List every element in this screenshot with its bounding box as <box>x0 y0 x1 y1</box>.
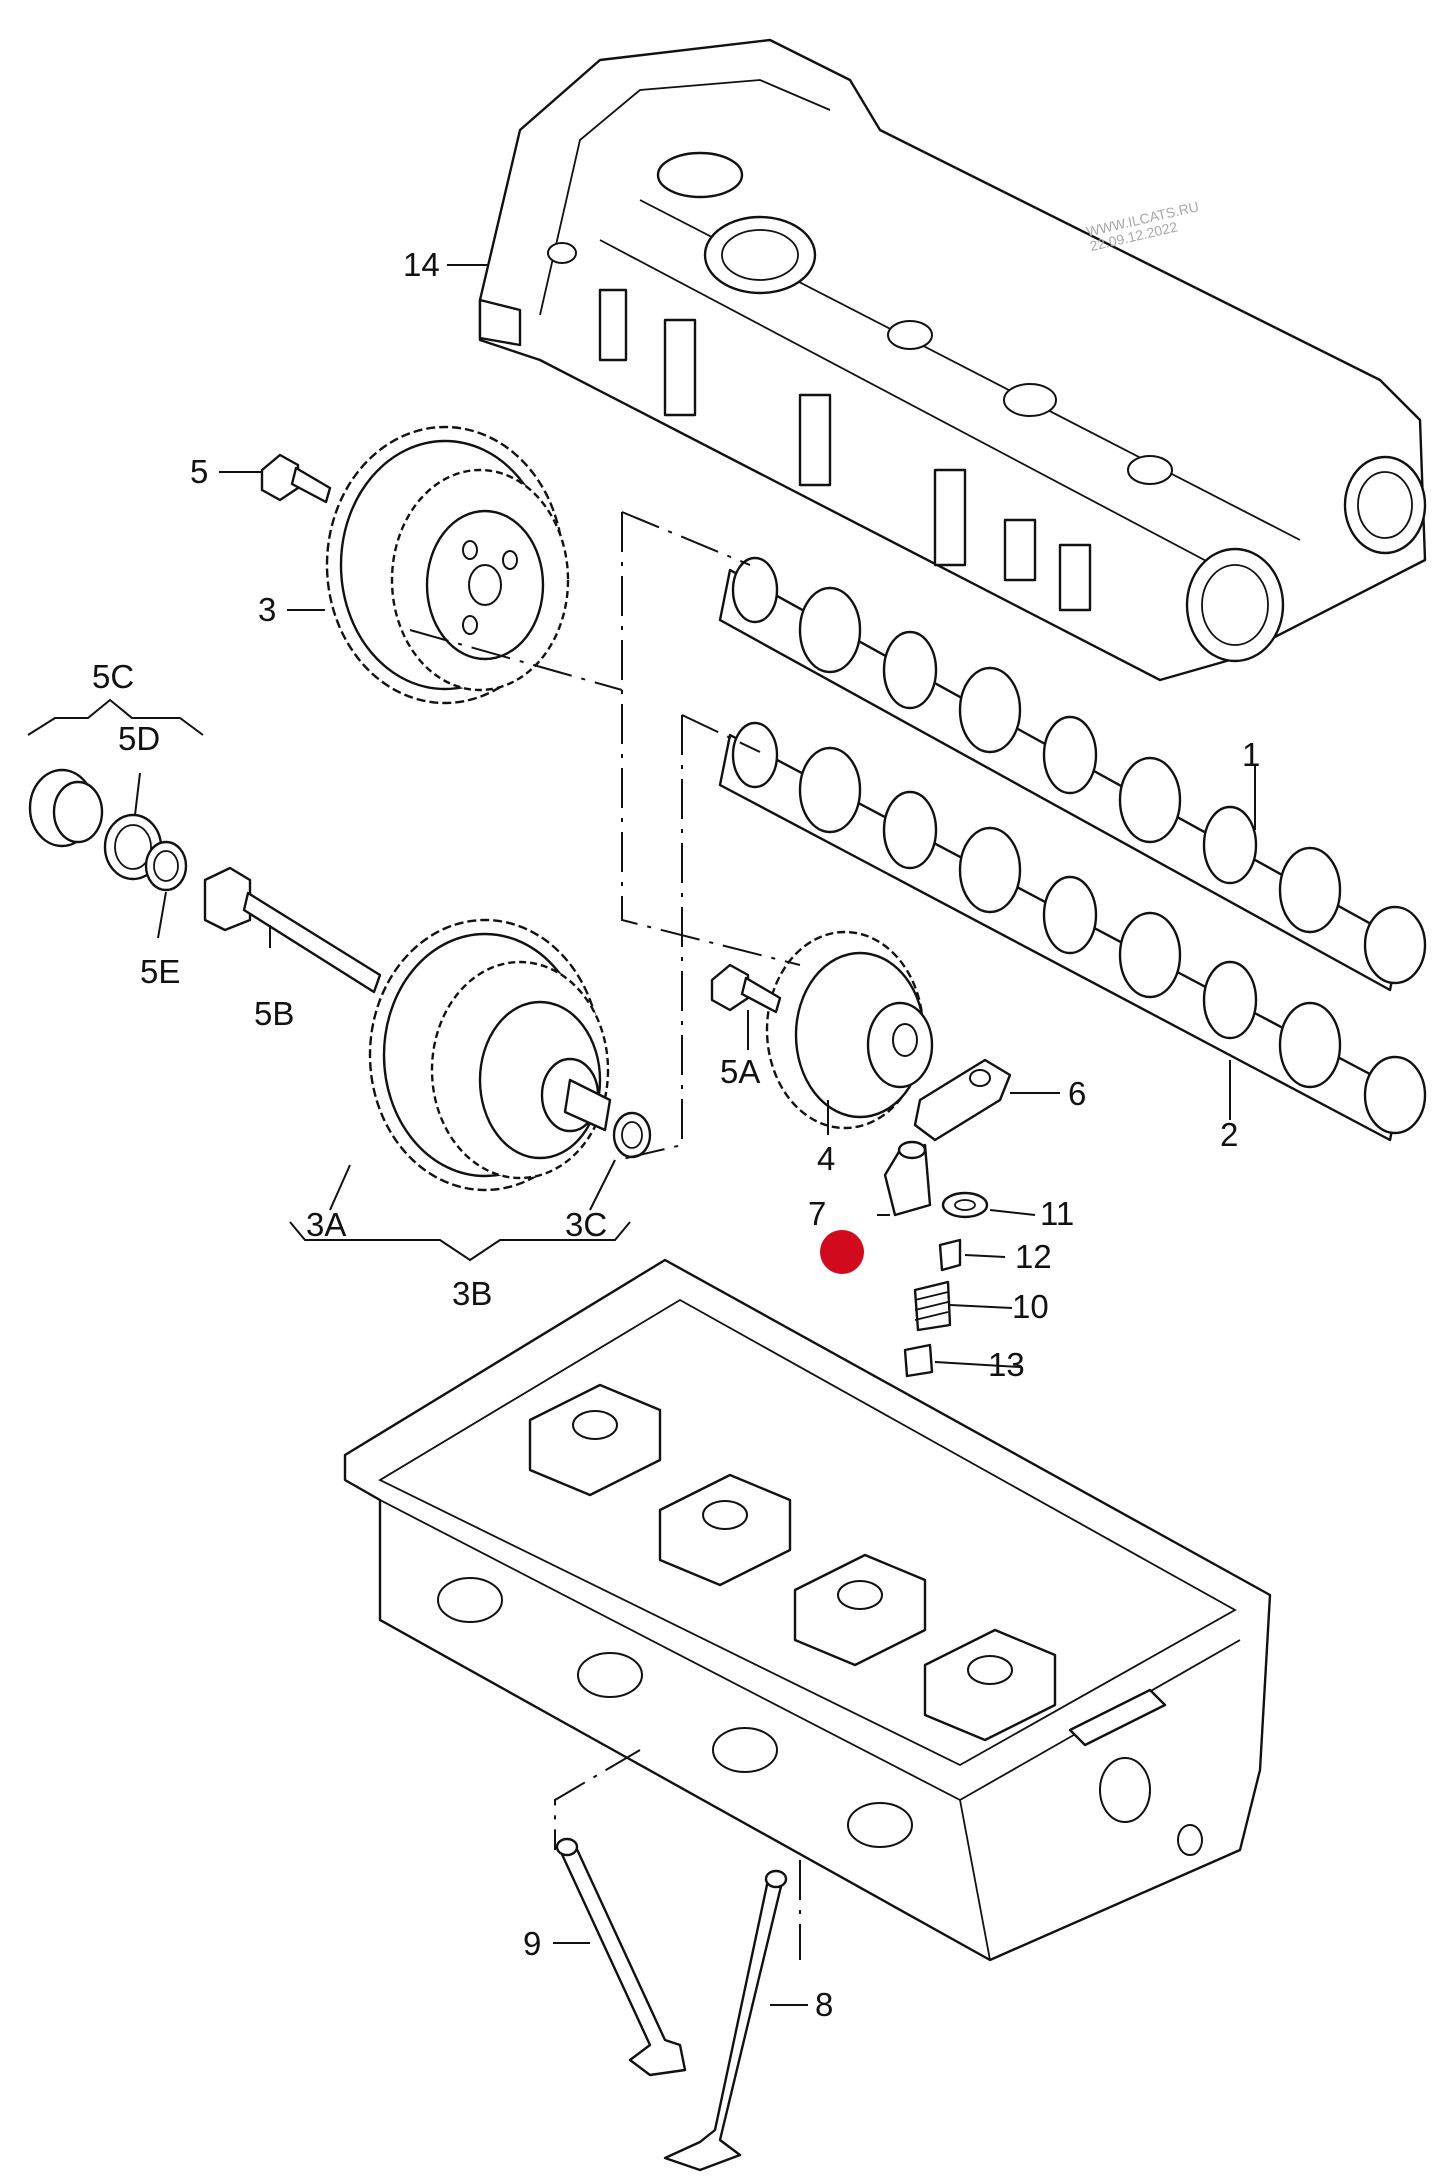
camshaft-1 <box>718 556 1427 992</box>
leader-lines <box>134 264 1256 2006</box>
callout-5d[interactable]: 5D <box>118 720 161 757</box>
sprocket-4 <box>765 930 934 1130</box>
hydraulic-lifter-7 <box>883 1140 932 1217</box>
rocker-arm-6 <box>913 1058 1012 1142</box>
cylinder-head <box>343 1258 1272 1962</box>
camshaft-2 <box>718 721 1427 1142</box>
callout-4[interactable]: 4 <box>817 1140 836 1177</box>
callout-9[interactable]: 9 <box>523 1925 542 1962</box>
callout-13[interactable]: 13 <box>988 1346 1025 1383</box>
selected-part-marker[interactable] <box>820 1230 864 1274</box>
callout-5[interactable]: 5 <box>190 453 209 490</box>
callout-5e[interactable]: 5E <box>140 953 181 990</box>
callout-5a[interactable]: 5A <box>720 1053 761 1090</box>
bolt-5a <box>710 963 782 1014</box>
callout-14[interactable]: 14 <box>403 246 440 283</box>
callout-11[interactable]: 11 <box>1040 1195 1075 1232</box>
callout-8[interactable]: 8 <box>815 1986 834 2023</box>
callout-5b[interactable]: 5B <box>254 995 295 1032</box>
assembly-lines <box>409 511 801 1960</box>
callout-6[interactable]: 6 <box>1068 1075 1087 1112</box>
callout-10[interactable]: 10 <box>1012 1288 1049 1325</box>
callout-12[interactable]: 12 <box>1015 1238 1052 1275</box>
cylinder-head-cover <box>478 38 1427 682</box>
callout-2[interactable]: 2 <box>1220 1116 1239 1153</box>
callout-3c[interactable]: 3C <box>565 1206 608 1243</box>
callout-3a[interactable]: 3A <box>306 1206 347 1243</box>
callout-3b[interactable]: 3B <box>452 1275 493 1312</box>
bolt-5 <box>260 453 332 504</box>
callout-7[interactable]: 7 <box>808 1195 827 1232</box>
group-brackets <box>27 698 631 1262</box>
callout-3[interactable]: 3 <box>258 591 277 628</box>
callout-1[interactable]: 1 <box>1242 736 1261 773</box>
cap-5c-assembly <box>28 768 382 994</box>
camshaft-sprocket-upper <box>325 425 570 705</box>
valve-8 <box>663 1869 788 2172</box>
valve-9 <box>555 1837 687 2077</box>
valve-spring-parts <box>903 1191 989 1378</box>
callout-5c[interactable]: 5C <box>92 658 135 695</box>
camshaft-sprocket-lower <box>368 918 652 1192</box>
